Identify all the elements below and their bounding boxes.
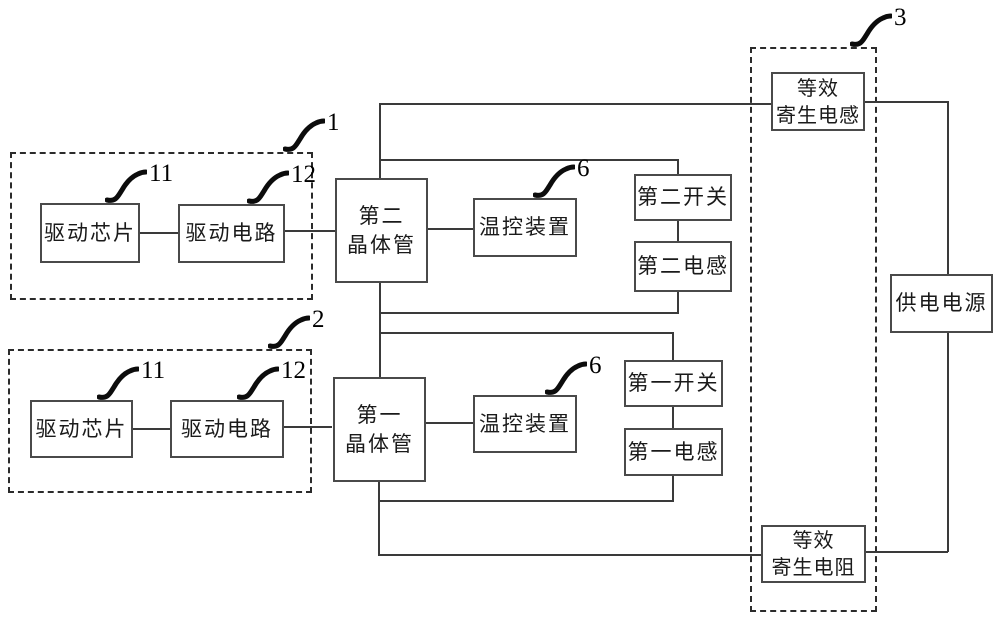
box-first-transistor: 第一 晶体管 [333,377,426,482]
ref-label-12-upper: 12 [247,162,316,204]
leader-squiggle-icon [545,361,587,395]
box-second-transistor: 第二 晶体管 [335,178,428,283]
ref-number-1: 1 [327,109,340,136]
box-equivalent-parasitic-resistance: 等效 寄生电阻 [761,525,866,583]
branch-from-inductor2 [379,312,679,314]
box-temp-control-lower: 温控装置 [473,395,577,453]
ref-label-6-upper: 6 [533,156,590,198]
box-driver-chip-1: 驱动芯片 [40,203,140,263]
leader-squiggle-icon [850,13,892,47]
v-connector-switch1-top [672,332,674,360]
v-connector-transistor1-down [378,482,380,555]
v-connector-inductor2-down [677,292,679,313]
bus-top-to-parasitic-inductance [379,103,771,105]
box-driver-circuit-2: 驱动电路 [170,400,284,458]
ref-label-12-lower: 12 [237,358,306,400]
ref-number-11-lower: 11 [141,357,166,384]
ref-number-2: 2 [312,306,325,333]
connector-circuit1-transistor2 [285,230,335,232]
v-connector-transistor2-transistor1 [379,283,381,378]
ref-label-3: 3 [850,5,907,47]
branch-to-switch2 [379,159,679,161]
ref-label-1: 1 [283,110,340,152]
power-loop-dashed-box [750,47,877,612]
connector-chip2-circuit2 [133,428,170,430]
leader-squiggle-icon [247,170,289,204]
leader-squiggle-icon [97,366,139,400]
v-connector-transistor2-top [379,103,381,179]
ref-label-6-lower: 6 [545,353,602,395]
ref-label-11-lower: 11 [97,358,165,400]
connector-circuit2-transistor1 [284,426,332,428]
leader-squiggle-icon [105,169,147,203]
ref-label-11-upper: 11 [105,161,173,203]
branch-to-switch1 [379,332,674,334]
box-driver-chip-2: 驱动芯片 [30,400,133,458]
ref-number-12-lower: 12 [281,357,306,384]
connector-parasitic-resistance-right [866,551,948,553]
box-second-switch: 第二开关 [634,174,732,221]
leader-squiggle-icon [283,118,325,152]
box-power-supply: 供电电源 [890,274,993,333]
connector-transistor1-tempcontrol [425,422,473,424]
v-connector-supply-top [947,101,949,274]
box-driver-circuit-1: 驱动电路 [178,204,285,263]
ref-number-11-upper: 11 [149,160,174,187]
driver-module-2-dashed-box [8,349,312,493]
ref-number-6-upper: 6 [577,155,590,182]
box-equivalent-parasitic-inductance: 等效 寄生电感 [771,72,865,131]
ref-number-3: 3 [894,4,907,31]
leader-squiggle-icon [268,315,310,349]
ref-number-12-upper: 12 [291,161,316,188]
v-connector-supply-bottom [947,333,949,552]
branch-from-inductor1 [378,500,674,502]
ref-number-6-lower: 6 [589,352,602,379]
box-first-inductor: 第一电感 [624,428,723,476]
v-connector-switch2-top [677,159,679,175]
v-connector-switch2-inductor2 [677,221,679,241]
v-connector-switch1-inductor1 [672,407,674,428]
connector-parasitic-inductance-right [865,101,948,103]
bus-bottom-to-parasitic-resistance [378,554,761,556]
box-temp-control-upper: 温控装置 [473,198,577,257]
connector-chip1-circuit1 [140,232,178,234]
leader-squiggle-icon [533,164,575,198]
driver-module-1-dashed-box [10,152,313,300]
ref-label-2: 2 [268,307,325,349]
connector-transistor2-tempcontrol [428,228,473,230]
v-connector-inductor1-down [672,476,674,501]
box-first-switch: 第一开关 [624,360,723,407]
leader-squiggle-icon [237,366,279,400]
box-second-inductor: 第二电感 [634,241,732,292]
